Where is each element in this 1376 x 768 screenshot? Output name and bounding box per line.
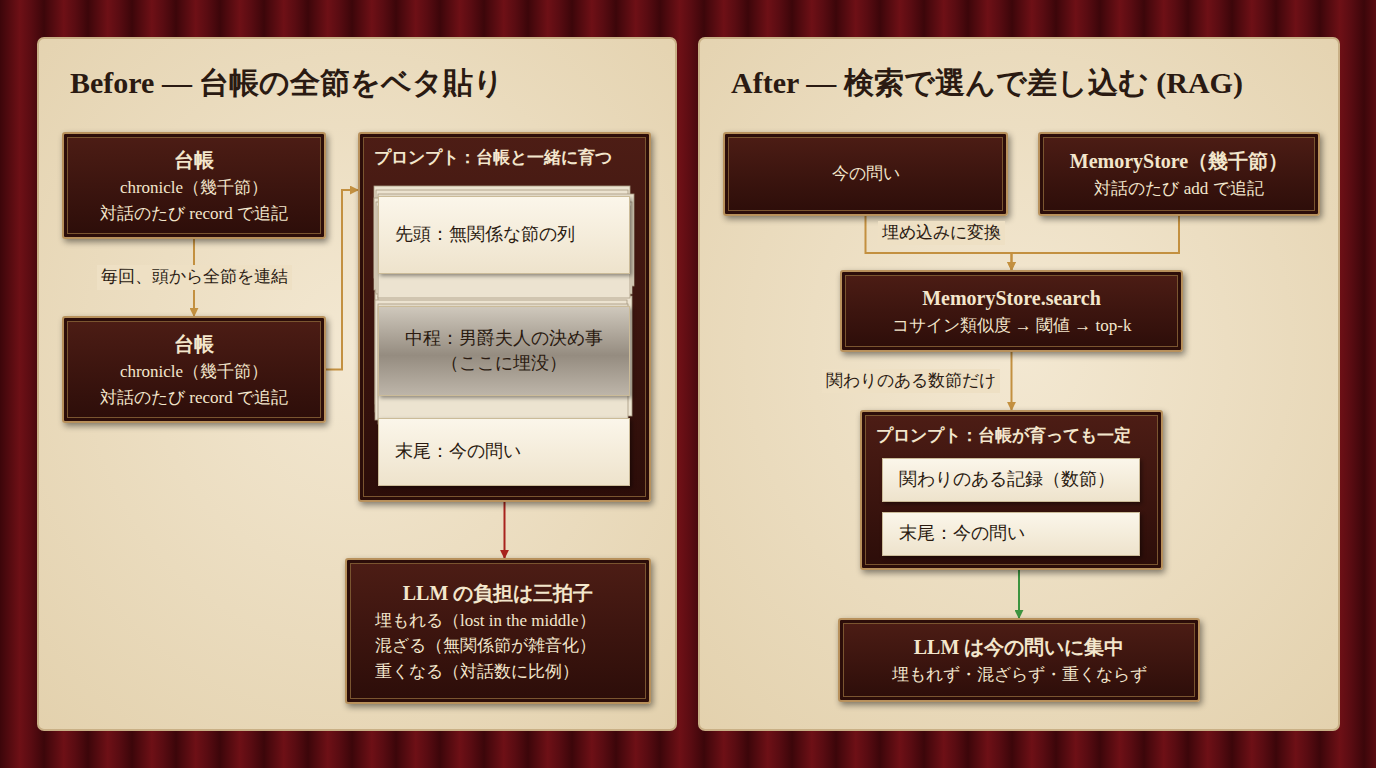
edge-label: 埋め込みに変換 (878, 221, 1005, 245)
connector-arrow (1011, 352, 1013, 410)
box-line: 対話のたび record で追記 (100, 385, 288, 411)
process-box: MemoryStore.searchコサイン類似度 → 閾値 → top-k (840, 270, 1183, 352)
box-line: 混ざる（無関係節が雑音化） (361, 633, 596, 659)
edge-label: 毎回、頭から全節を連結 (97, 265, 292, 289)
box-heading: 末尾：今の問い (395, 439, 613, 464)
prompt-frame: プロンプト：台帳が育っても一定関わりのある記録（数節） 末尾：今の問い (860, 410, 1163, 570)
comparison-panel: Before — 台帳の全節をベタ貼り台帳chronicle（幾千節）対話のたび… (38, 38, 676, 730)
box-heading: 先頭：無関係な節の列 (395, 222, 613, 247)
box-heading: プロンプト：台帳が育っても一定 (876, 424, 1147, 448)
buried-sheet: 中程：男爵夫人の決め事 （ここに埋没） (378, 306, 630, 396)
prompt-frame: プロンプト：台帳と一緒に育つ先頭：無関係な節の列中程：男爵夫人の決め事 （ここに… (358, 132, 651, 502)
process-box: 台帳chronicle（幾千節）対話のたび record で追記 (62, 132, 326, 239)
process-box: MemoryStore（幾千節）対話のたび add で追記 (1038, 132, 1320, 216)
stack-sheet (378, 288, 630, 408)
box-line: 埋もれる（lost in the middle） (361, 608, 596, 634)
box-heading: LLM は今の問いに集中 (914, 632, 1125, 662)
panel-title: Before — 台帳の全節をベタ貼り (70, 65, 644, 101)
comparison-panel: After — 検索で選んで差し込む (RAG) 今の問い MemoryStore（… (699, 38, 1339, 730)
box-line: 埋もれず・混ざらず・重くならず (892, 662, 1147, 688)
prompt-sheet: 関わりのある記録（数節） (882, 458, 1140, 502)
panel-fill (38, 38, 676, 730)
connector-arrow (1012, 216, 1180, 270)
process-box: 今の問い (723, 132, 1008, 216)
process-box: LLM は今の問いに集中埋もれず・混ざらず・重くならず (838, 618, 1200, 702)
prompt-sheet: 末尾：今の問い (882, 512, 1140, 556)
panel-title: After — 検索で選んで差し込む (RAG) (731, 65, 1307, 101)
process-box: LLM の負担は三拍子埋もれる（lost in the middle）混ざる（無… (345, 558, 651, 704)
process-box: 台帳chronicle（幾千節）対話のたび record で追記 (62, 316, 326, 423)
connector-arrow (866, 216, 1012, 270)
box-heading: プロンプト：台帳と一緒に育つ (374, 146, 635, 170)
box-heading: 台帳 (174, 329, 214, 359)
stack-sheet (378, 194, 634, 286)
prompt-sheet: 末尾：今の問い (378, 418, 630, 486)
box-heading: MemoryStore（幾千節） (1070, 146, 1288, 176)
connector-arrow (1018, 570, 1020, 618)
prompt-sheet: 先頭：無関係な節の列 (378, 196, 630, 274)
connector-arrow (504, 502, 506, 558)
box-heading: MemoryStore.search (922, 283, 1101, 313)
box-line: 重くなる（対話数に比例） (361, 659, 579, 685)
stack-sheet (374, 186, 630, 278)
box-heading: 今の問い (832, 161, 900, 187)
box-line: chronicle（幾千節） (120, 359, 268, 385)
box-heading: 台帳 (174, 145, 214, 175)
edge-label: 関わりのある数節だけ (822, 369, 1000, 393)
connector-arrow (326, 190, 358, 370)
box-heading: 中程：男爵夫人の決め事 （ここに埋没） (395, 326, 613, 376)
box-heading: 関わりのある記録（数節） (899, 467, 1123, 492)
box-heading: LLM の負担は三拍子 (403, 578, 594, 608)
box-line: chronicle（幾千節） (120, 175, 268, 201)
box-line: コサイン類似度 → 閾値 → top-k (892, 313, 1132, 339)
box-line: 対話のたび record で追記 (100, 201, 288, 227)
panel-fill (699, 38, 1339, 730)
box-heading: 末尾：今の問い (899, 521, 1123, 546)
box-line: 対話のたび add で追記 (1094, 176, 1263, 202)
